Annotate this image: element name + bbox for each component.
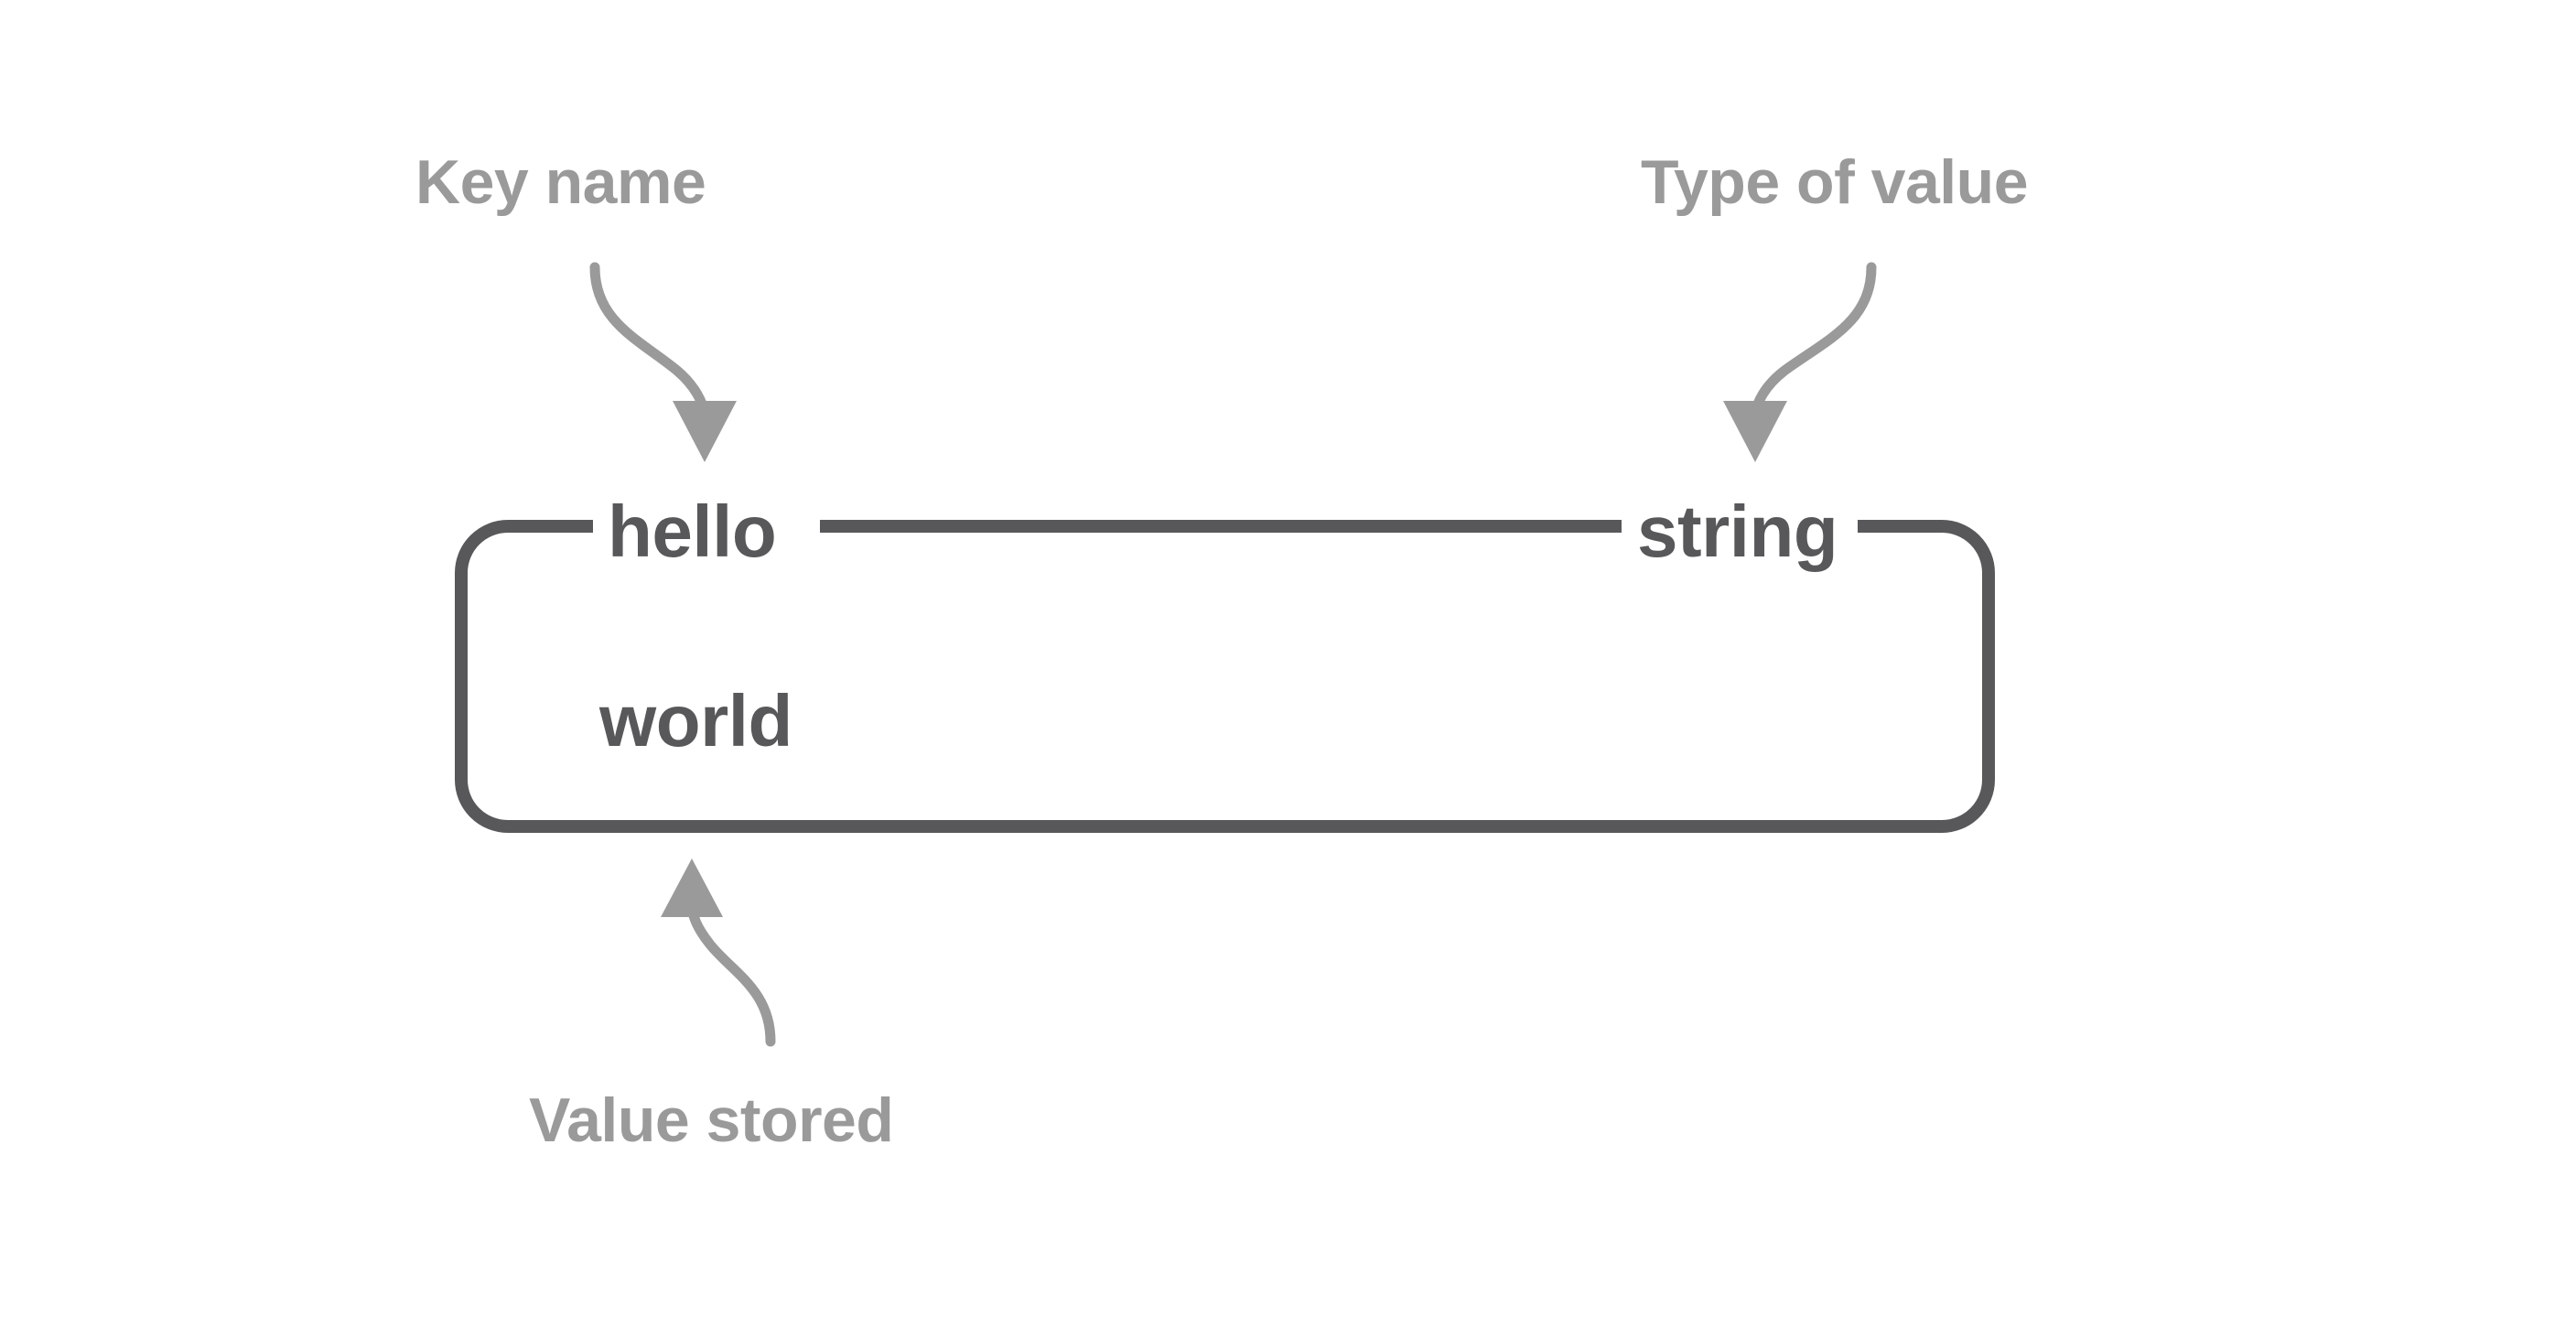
key-name-text: hello: [608, 491, 777, 572]
arrow-head-value-stored-icon: [661, 858, 723, 917]
stored-value-text: world: [599, 680, 792, 761]
arrow-head-key-name-icon: [673, 401, 737, 462]
annotation-label-value-stored: Value stored: [529, 1085, 894, 1155]
annotation-label-type-of-value: Type of value: [1641, 147, 2029, 217]
top-border-gap-key: [593, 513, 820, 540]
arrow-head-type-of-value-icon: [1723, 401, 1787, 462]
value-type-text: string: [1637, 491, 1838, 572]
top-border-gap-type: [1622, 513, 1858, 540]
key-value-box: [455, 520, 1995, 833]
arrow-value-stored: [661, 858, 776, 1047]
annotation-label-key-name: Key name: [415, 147, 706, 217]
arrow-type-of-value: [1723, 262, 1877, 462]
arrow-key-name: [589, 262, 737, 462]
